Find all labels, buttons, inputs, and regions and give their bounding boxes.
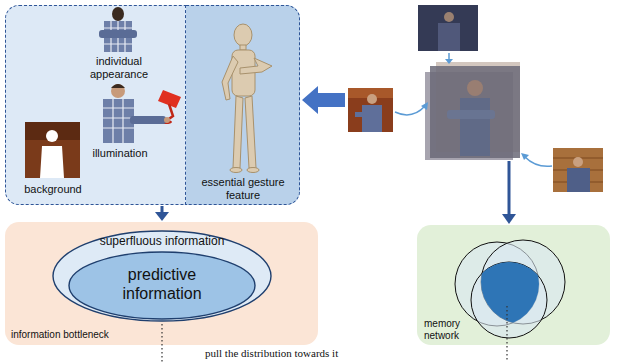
curved-arrow: [395, 53, 552, 166]
arrow-head: [421, 59, 529, 160]
connector-line: [161, 206, 164, 212]
dotted-line: [506, 306, 507, 362]
person-figure: [103, 84, 170, 143]
photo: [553, 148, 603, 192]
text-slot: superfluous information: [52, 234, 272, 248]
panel-ground: [5, 222, 318, 345]
down-arrow: [508, 161, 511, 215]
text-slot: illumination: [85, 147, 155, 160]
ellipse-label: superfluous information: [52, 234, 272, 248]
ellipse-label: predictive information: [97, 265, 227, 303]
dotted-line: [161, 324, 162, 362]
text-slot: information bottleneck: [11, 329, 171, 341]
arrow-head: [155, 212, 169, 221]
text-slot: background: [18, 183, 88, 196]
panel-label: individual appearance: [84, 55, 154, 81]
text-slot: individual appearance: [84, 55, 154, 81]
mannequin-figure: [222, 24, 272, 173]
text-slot: memory network: [424, 318, 476, 342]
ellipse-outline: [53, 231, 271, 321]
arrow-head: [502, 214, 516, 224]
text-slot: predictive information: [97, 265, 227, 303]
caption-note: pull the distribution towards it: [205, 347, 338, 359]
box-label: memory network: [424, 318, 476, 342]
panel-label: background: [18, 183, 88, 196]
block-arrow: [302, 86, 345, 114]
bottleneck-box: information bottleneck superfluous inform…: [5, 222, 318, 345]
ellipse-outline: [69, 252, 255, 319]
outer-ellipse: superfluous information predictive inform…: [52, 230, 272, 322]
connector-arrow: [155, 206, 169, 221]
venn-diagram: [455, 240, 565, 338]
panel-ground: [5, 5, 300, 205]
background-image: [25, 122, 80, 178]
panel-label: essential gesture feature: [201, 176, 285, 202]
photo: [348, 88, 393, 132]
memory-box: memory network: [417, 225, 610, 345]
inner-ellipse: predictive information: [68, 251, 256, 320]
panel-ground: [186, 5, 300, 205]
photo-stack: [425, 62, 520, 160]
photo: [418, 5, 478, 51]
person-cutout: [99, 7, 137, 52]
feature-panel: essential gesture feature: [186, 5, 300, 205]
panel-ground: [417, 225, 610, 345]
text-slot: essential gesture feature: [201, 176, 285, 202]
box-label: information bottleneck: [11, 329, 171, 341]
panel-label: illumination: [85, 147, 155, 160]
feature-panel: individual appearance illumination backgro…: [5, 5, 186, 205]
